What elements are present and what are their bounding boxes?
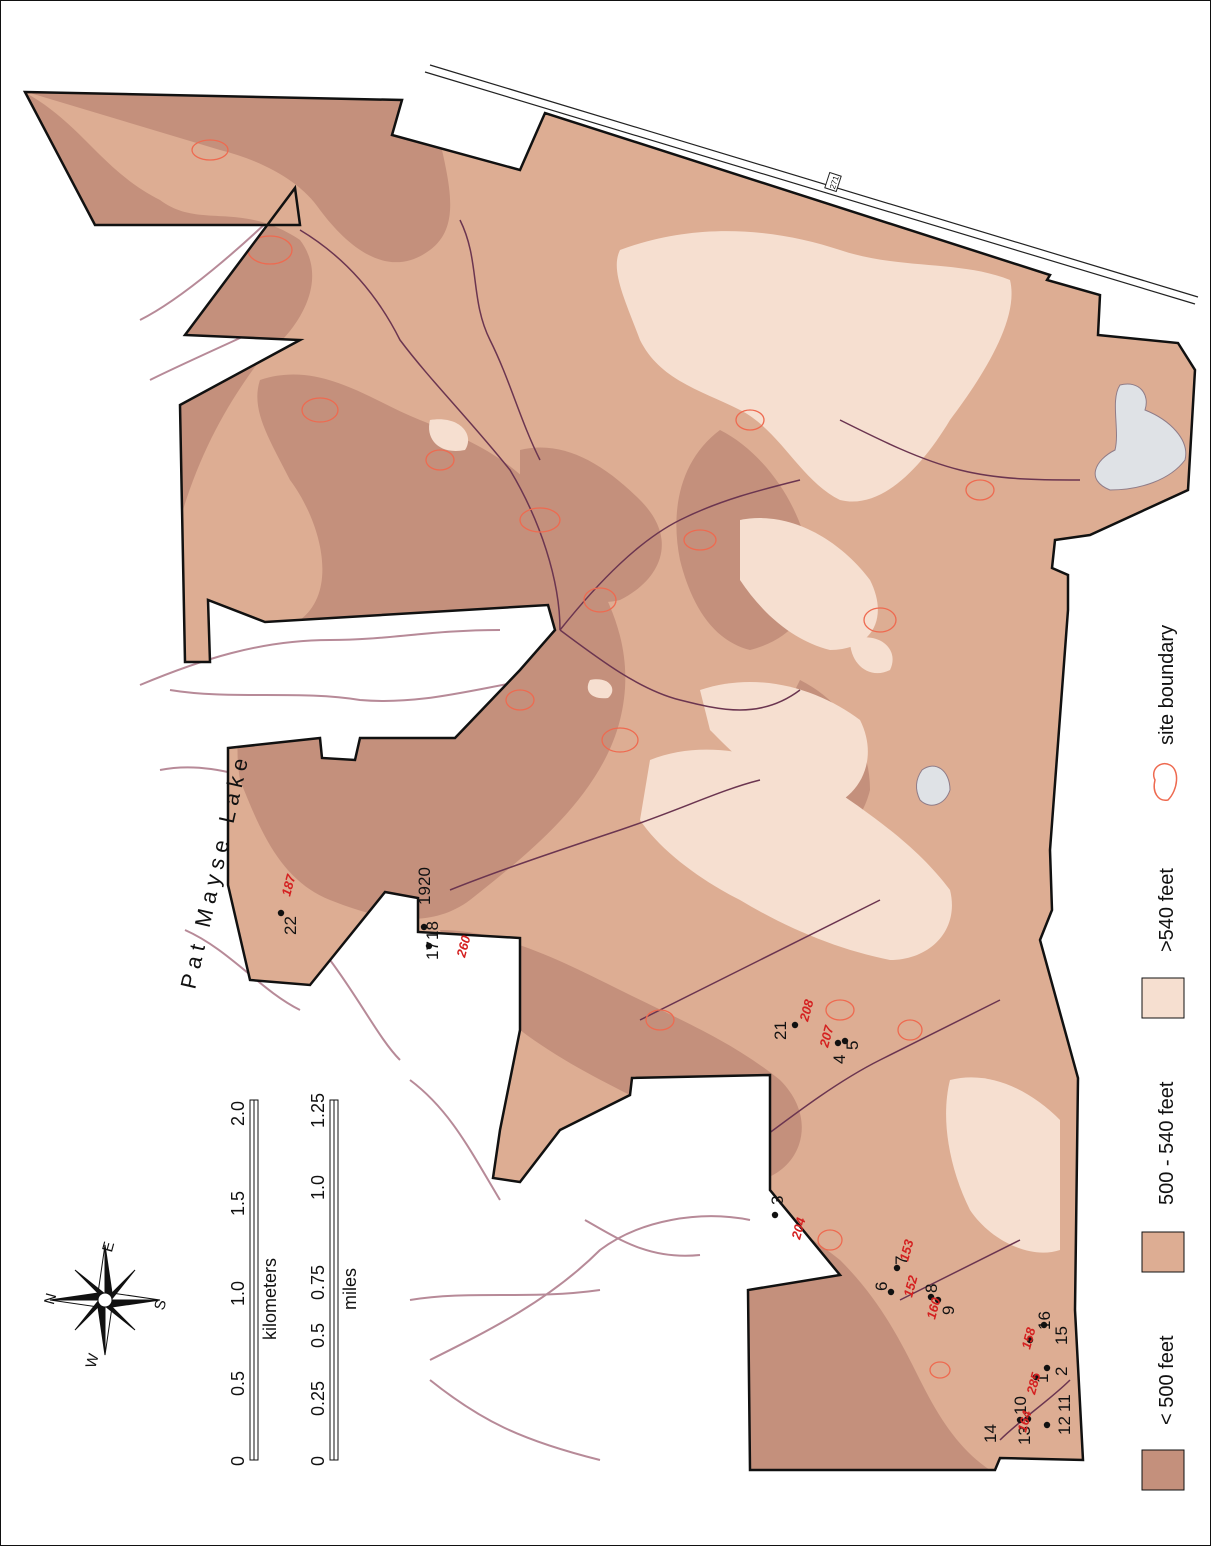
legend-label-mid: 500 - 540 feet [1156, 1081, 1178, 1205]
mi-tick: 0.5 [308, 1323, 328, 1348]
scale-bar-kilometers: 0 0.5 1.0 1.5 2.0 kilometers [228, 1099, 280, 1466]
legend-swatch-low [1141, 1449, 1185, 1491]
site-outlines [191, 139, 995, 1379]
scale-bar-miles: 0 0.25 0.5 0.75 1.0 1.25 miles [308, 1093, 360, 1466]
site-number: 187 [278, 872, 298, 898]
point-label: 20 [415, 867, 434, 886]
legend-label-site: site boundary [1156, 625, 1178, 745]
highway-271: 271 [424, 64, 1199, 305]
site-number: 153 [896, 1237, 916, 1263]
site-number: 208 [796, 997, 817, 1024]
point-label: 13 [1015, 1426, 1034, 1445]
compass-rose: N S E W [41, 1240, 170, 1370]
site-number: 260 [453, 933, 474, 960]
point-label: 5 [843, 1041, 862, 1050]
mi-tick: 0.25 [308, 1381, 328, 1416]
mi-tick: 0 [308, 1456, 328, 1466]
km-tick: 1.0 [228, 1281, 248, 1306]
point-label: 11 [1055, 1394, 1074, 1412]
point-label: 6 [872, 1282, 891, 1291]
legend-site-outline-symbol [1153, 763, 1178, 801]
legend-label-high: >540 feet [1156, 868, 1178, 952]
mi-unit: miles [340, 1268, 360, 1310]
point-label: 8 [922, 1284, 941, 1293]
point-label: 9 [939, 1306, 958, 1315]
km-tick: 1.5 [228, 1191, 248, 1216]
km-tick: 0 [228, 1456, 248, 1466]
streams [299, 219, 1081, 1441]
site-number: 207 [816, 1023, 837, 1050]
site-number: 152 [900, 1273, 920, 1299]
km-unit: kilometers [260, 1258, 280, 1340]
point-label: 7 [892, 1256, 911, 1265]
compass-west: W [83, 1351, 103, 1370]
compass-north: N [41, 1291, 60, 1306]
legend: < 500 feet 500 - 540 feet >540 feet site… [1141, 625, 1185, 1491]
water-bodies [916, 383, 1187, 806]
point-label: 14 [981, 1424, 1000, 1443]
point-label: 18 [423, 921, 442, 940]
site-number: 204 [788, 1215, 809, 1242]
point-label: 19 [415, 886, 434, 905]
site-number: 285 [1023, 1370, 1044, 1397]
point-label: 12 [1055, 1416, 1074, 1435]
survey-point-labels: 22 17 18 19 20 21 4 5 3 6 7 8 9 14 13 10… [281, 867, 1074, 1445]
point-label: 1 [1033, 1374, 1052, 1383]
point-label: 2 [1052, 1367, 1071, 1376]
km-tick: 2.0 [228, 1101, 248, 1126]
point-label: 10 [1011, 1396, 1030, 1415]
point-label: 17 [423, 941, 442, 960]
point-label: 21 [771, 1021, 790, 1040]
legend-label-low: < 500 feet [1156, 1335, 1178, 1425]
point-label: 15 [1052, 1326, 1071, 1345]
point-label: 22 [281, 916, 300, 935]
site-number: 160 [923, 1295, 943, 1321]
legend-swatch-mid [1141, 1231, 1185, 1273]
compass-south: S [151, 1298, 170, 1312]
km-tick: 0.5 [228, 1371, 248, 1396]
point-label: 16 [1035, 1311, 1054, 1330]
compass-east: E [99, 1240, 118, 1254]
mi-tick: 0.75 [308, 1265, 328, 1300]
zone-above-540-feet [429, 231, 1060, 1253]
mi-tick: 1.0 [308, 1175, 328, 1200]
survey-point-dots [277, 909, 1051, 1429]
point-label: 4 [830, 1055, 849, 1064]
mi-tick: 1.25 [308, 1093, 328, 1128]
point-label: 3 [768, 1196, 787, 1205]
legend-swatch-high [1141, 977, 1185, 1019]
highway-shield-label: 271 [828, 174, 841, 190]
site-number-labels: 187 260 208 207 204 153 152 160 158 285 … [278, 872, 1043, 1434]
site-number: 164 [1014, 1408, 1034, 1434]
site-number: 158 [1018, 1325, 1038, 1351]
